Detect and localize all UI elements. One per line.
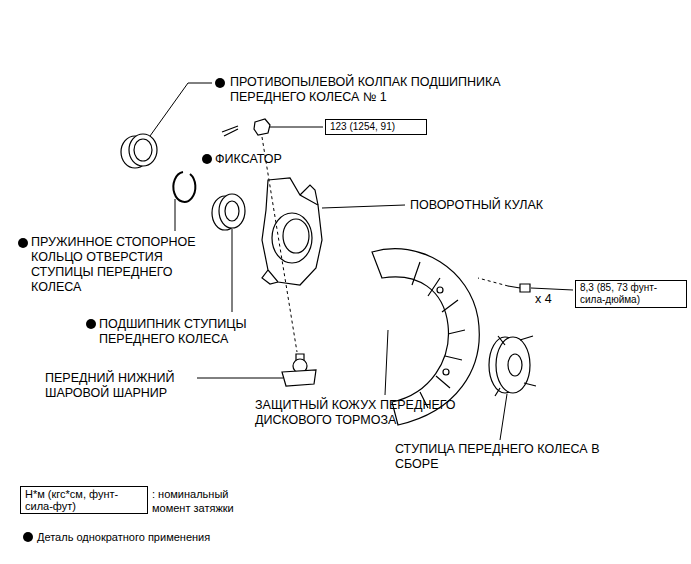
quantity: x 4 <box>535 292 565 307</box>
torque-value: 8,3 (85, 73 фунт-сила-дюйма) <box>580 282 682 306</box>
part-name: ФИКСАТОР <box>215 152 335 167</box>
torque-value: 123 (1254, 91) <box>330 121 422 133</box>
single-use-mark <box>18 78 225 542</box>
dust-cap <box>121 134 157 168</box>
snap-ring <box>173 172 195 202</box>
legend-text: : номинальный момент затяжки <box>152 487 267 515</box>
hub-bearing <box>212 194 245 230</box>
hub-assembly <box>489 336 536 396</box>
part-name: ЗАЩИТНЫЙ КОЖУХ ПЕРЕДНЕГО ДИСКОВОГО ТОРМО… <box>255 398 483 428</box>
cotter-pin <box>222 126 238 136</box>
torque-box: Н*м (кгс*см, фунт-сила-фут) <box>20 486 148 514</box>
torque-value: Н*м (кгс*см, фунт-сила-фут) <box>25 488 143 512</box>
part-name: ПРОТИВОПЫЛЕВОЙ КОЛПАК ПОДШИПНИКА ПЕРЕДНЕ… <box>230 75 550 105</box>
steering-knuckle <box>262 178 322 285</box>
bolt <box>508 284 530 292</box>
leader-lines <box>150 83 573 440</box>
legend-text: Деталь однократного применения <box>37 530 337 544</box>
torque-box: 123 (1254, 91) <box>325 119 427 135</box>
ball-joint <box>282 354 316 386</box>
castle-nut <box>254 119 270 135</box>
part-name: ПЕРЕДНИЙ НИЖНИЙ ШАРОВОЙ ШАРНИР <box>45 371 195 401</box>
part-name: СТУПИЦА ПЕРЕДНЕГО КОЛЕСА В СБОРЕ <box>395 442 627 472</box>
part-name: ПОДШИПНИК СТУПИЦЫ ПЕРЕДНЕГО КОЛЕСА <box>99 317 277 347</box>
torque-box: 8,3 (85, 73 фунт-сила-дюйма) <box>575 280 687 308</box>
part-name: ПРУЖИННОЕ СТОПОРНОЕ КОЛЬЦО ОТВЕРСТИЯ СТУ… <box>31 235 223 295</box>
part-name: ПОВОРОТНЫЙ КУЛАК <box>410 198 630 213</box>
